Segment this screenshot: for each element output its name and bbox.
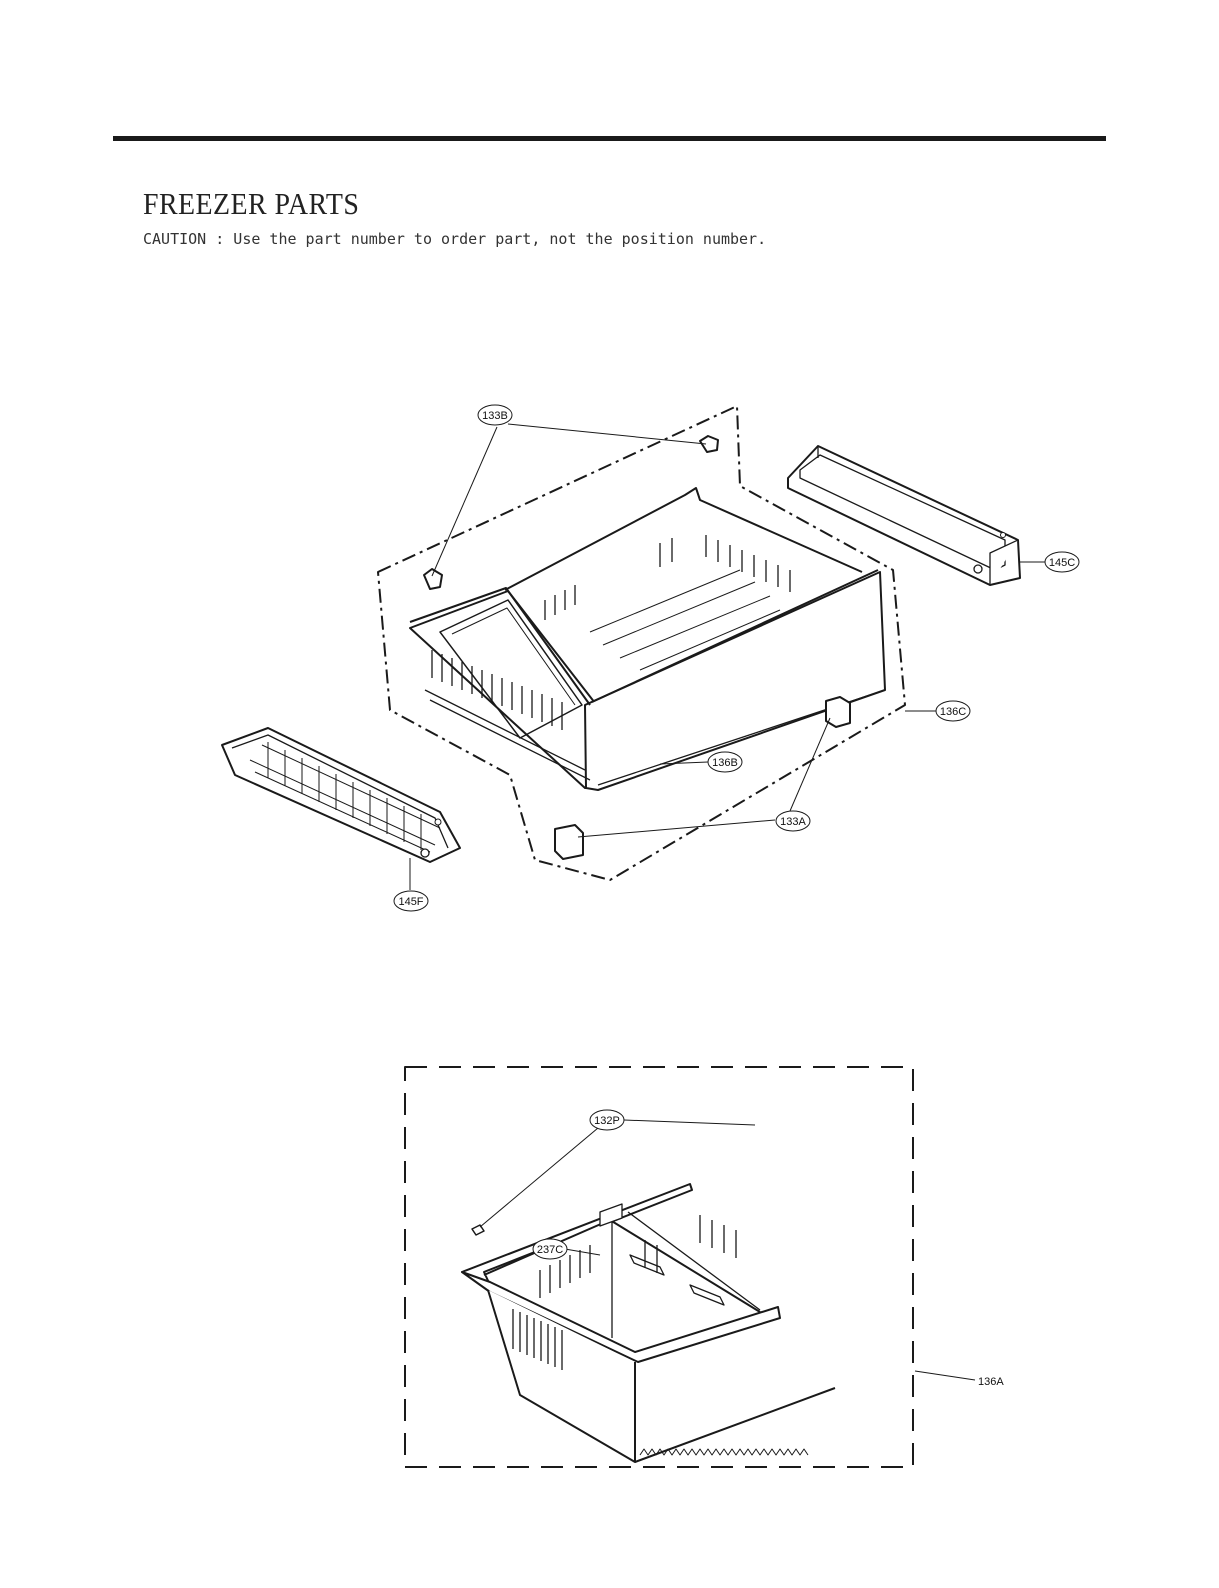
callout-145f-label: 145F [398, 896, 423, 908]
clip-133b-right [699, 435, 719, 453]
callout-133b-label: 133B [482, 410, 508, 422]
caution-note: CAUTION : Use the part number to order p… [143, 230, 767, 248]
callout-145f: 145F [393, 890, 429, 912]
drawer-group-outline [377, 405, 906, 881]
freezer-basket [461, 1183, 836, 1463]
clip-133b-left [423, 568, 443, 590]
freezer-drawer [409, 487, 886, 791]
sticker-132p [471, 1224, 485, 1236]
leader-lines-lower [479, 1119, 976, 1381]
callout-133a: 133A [775, 810, 811, 832]
basket-group-outline [404, 1066, 914, 1468]
lower-assembly [404, 1066, 976, 1468]
callout-132p: 132P [589, 1109, 625, 1131]
callout-136c-label: 136C [940, 706, 966, 718]
callout-145c-label: 145C [1049, 557, 1075, 569]
leader-lines-upper [409, 423, 1045, 890]
callout-136b-label: 136B [712, 757, 738, 769]
callout-132p-label: 132P [594, 1115, 620, 1127]
callout-136a: 136A [978, 1376, 1004, 1388]
callout-237c: 237C [532, 1238, 568, 1260]
upper-assembly [221, 405, 1045, 890]
stopper-133a-left [554, 824, 584, 860]
page-title: FREEZER PARTS [143, 186, 360, 221]
callout-133a-label: 133A [780, 816, 806, 828]
callout-145c: 145C [1044, 551, 1080, 573]
callout-136c: 136C [935, 700, 971, 722]
callout-237c-label: 237C [537, 1244, 563, 1256]
callout-133b: 133B [477, 404, 513, 426]
callout-136b: 136B [707, 751, 743, 773]
rail-145c [787, 445, 1021, 586]
header-rule [113, 136, 1106, 141]
stopper-133a-right [825, 696, 851, 728]
rail-145f [221, 727, 461, 863]
callout-136a-label: 136A [978, 1376, 1004, 1388]
